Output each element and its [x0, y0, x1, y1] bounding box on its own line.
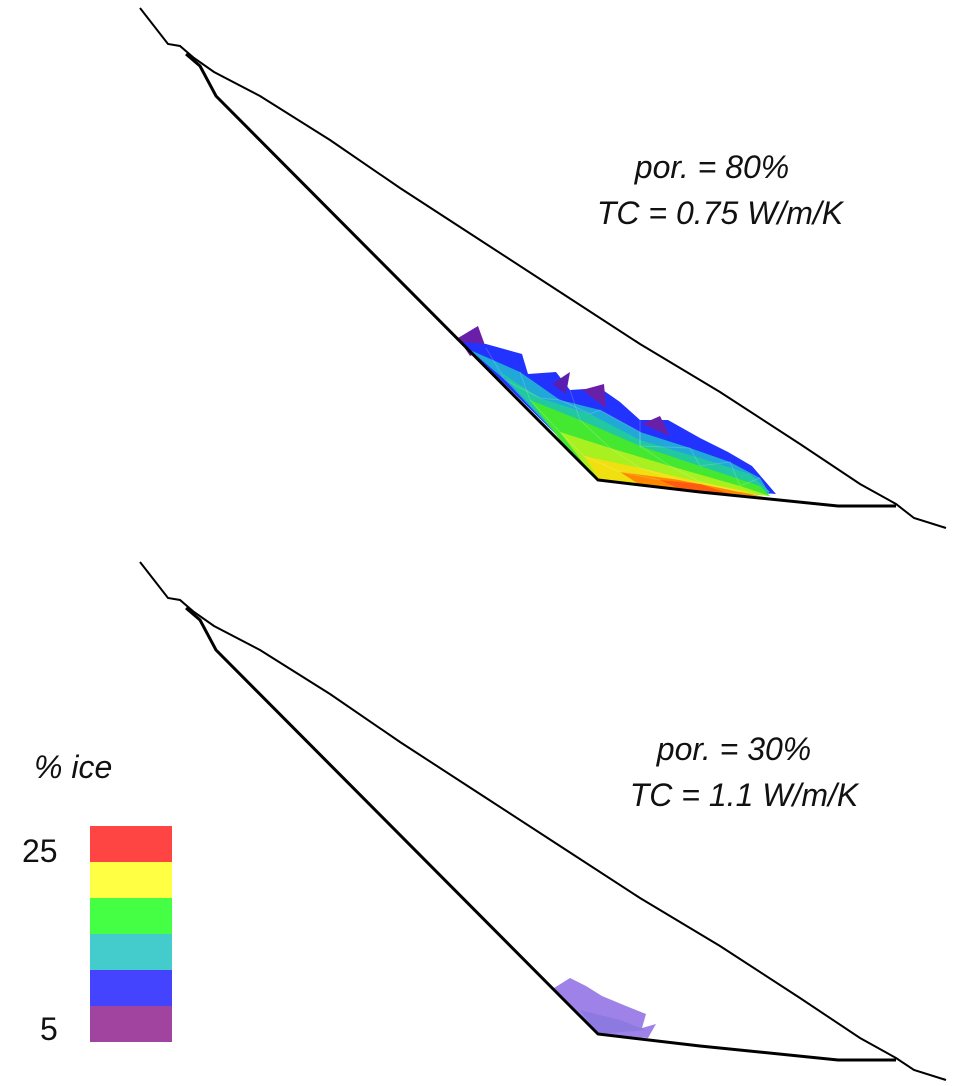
ice-mesh-purple3	[582, 384, 606, 408]
ice-mesh-facets	[485, 347, 761, 493]
legend-min-label: 5	[40, 1011, 58, 1047]
bottom-ice-body	[554, 978, 656, 1038]
top-porosity-label: por. = 80%	[634, 149, 789, 185]
ice-mesh-purple2	[552, 372, 570, 394]
legend-swatch-1	[90, 826, 172, 862]
top-panel	[139, 7, 947, 529]
legend-swatch-4	[90, 934, 172, 970]
ice-mesh-yellow	[584, 456, 760, 494]
top-bedrock-line	[185, 52, 896, 508]
top-ice-body	[458, 326, 776, 497]
legend: % ice 25 5	[22, 749, 172, 1047]
legend-max-label: 25	[22, 833, 58, 869]
bottom-porosity-label: por. = 30%	[656, 731, 811, 767]
legend-swatch-2	[90, 862, 172, 898]
legend-swatch-5	[90, 970, 172, 1006]
legend-swatch-3	[90, 898, 172, 934]
top-conductivity-label: TC = 0.75 W/m/K	[597, 195, 845, 231]
legend-swatch-6	[90, 1006, 172, 1042]
bottom-ice-body-shade	[580, 1010, 646, 1034]
top-ground-surface-line	[139, 7, 947, 529]
bottom-bedrock-line	[185, 606, 896, 1062]
legend-swatches	[90, 826, 172, 1042]
ice-mesh-red-orange	[660, 480, 730, 494]
bottom-conductivity-label: TC = 1.1 W/m/K	[630, 777, 860, 813]
ice-mesh-purple4	[642, 416, 670, 436]
legend-title: % ice	[34, 749, 112, 785]
ice-mesh-green	[530, 400, 770, 496]
bottom-panel	[139, 561, 947, 1081]
ice-mesh-teal	[500, 372, 770, 492]
bottom-ground-surface-line	[139, 561, 947, 1081]
